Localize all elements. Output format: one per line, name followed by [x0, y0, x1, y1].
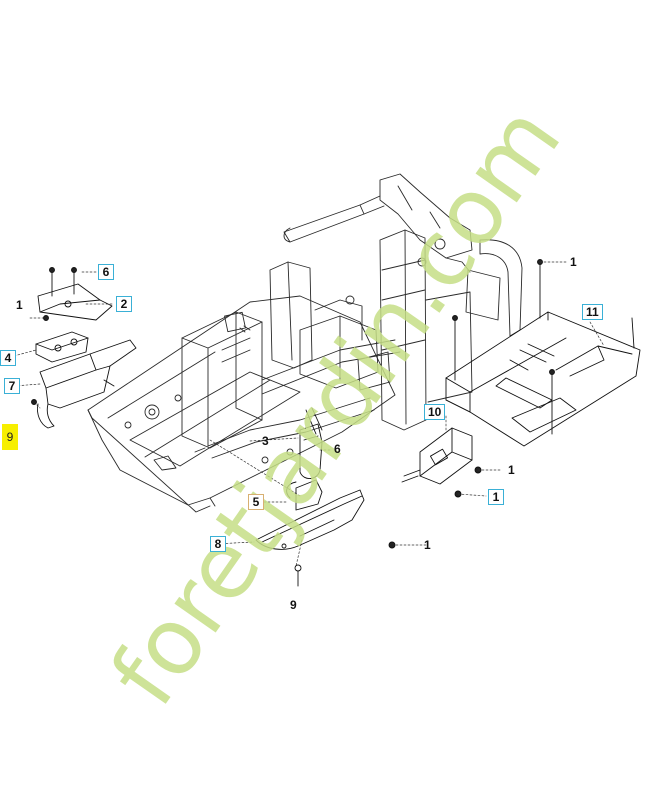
- part-9-left-guard: [31, 399, 55, 429]
- chassis-frame: [87, 173, 523, 513]
- callout-9-left: 9: [2, 424, 18, 450]
- part-3-clamp: [299, 407, 323, 479]
- callout-4: 4: [0, 350, 16, 366]
- part-10-block: [401, 427, 482, 498]
- callout-1-top-right: 1: [570, 255, 577, 269]
- callout-9-bottom: 9: [290, 598, 297, 612]
- callout-6-middle: 6: [334, 442, 341, 456]
- part-8-side-rail: [255, 489, 365, 550]
- callout-8: 8: [210, 536, 226, 552]
- callout-5: 5: [248, 494, 264, 510]
- part-5-clip: [286, 479, 323, 511]
- callout-7: 7: [4, 378, 20, 394]
- callout-1-right-a: 1: [508, 463, 515, 477]
- callout-3: 3: [262, 434, 269, 448]
- part-2-shield: [37, 283, 113, 321]
- callout-2: 2: [116, 296, 132, 312]
- callout-1-right-b: 1: [488, 489, 504, 505]
- callout-11: 11: [582, 304, 603, 320]
- callout-6-top: 6: [98, 264, 114, 280]
- callout-1-middle: 1: [424, 538, 431, 552]
- fasteners-middle: [294, 541, 396, 587]
- bolt-lines: [452, 259, 635, 435]
- part-11-rear-cover: [445, 311, 641, 447]
- callout-10: 10: [424, 404, 446, 420]
- part-6-bolts-left: [43, 267, 77, 321]
- part-4-bracket: [35, 331, 89, 363]
- part-7-guard: [39, 339, 137, 409]
- callout-1-left: 1: [16, 298, 23, 312]
